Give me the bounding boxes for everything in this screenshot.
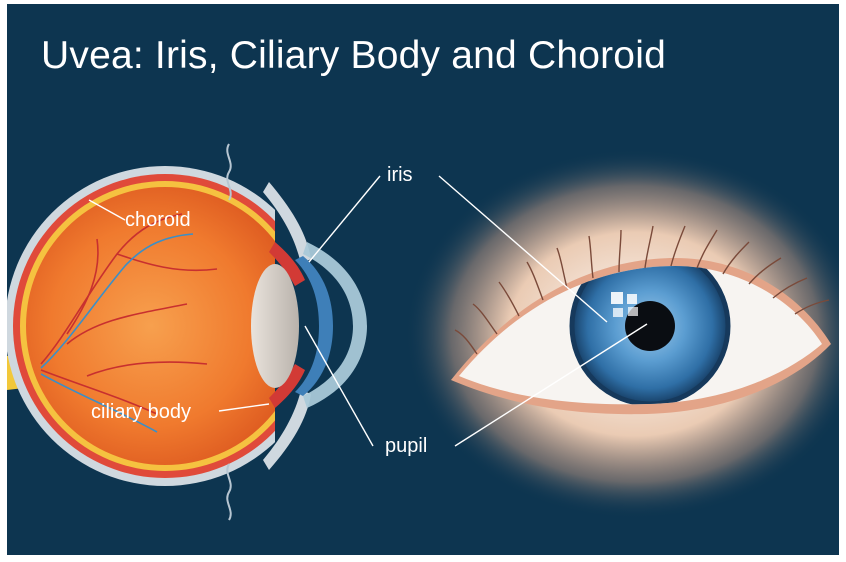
- diagram-title: Uvea: Iris, Ciliary Body and Choroid: [41, 34, 666, 78]
- label-iris: iris: [387, 164, 413, 187]
- label-pupil: pupil: [385, 435, 427, 458]
- eye-front-view: [405, 149, 839, 519]
- label-ciliary-body: ciliary body: [91, 401, 191, 424]
- diagram-panel: Uvea: Iris, Ciliary Body and Choroid cho…: [7, 4, 839, 555]
- uvea-illustration: [7, 4, 839, 555]
- eyeball-cross-section: [7, 144, 395, 520]
- label-choroid: choroid: [125, 209, 191, 232]
- lens: [251, 264, 299, 388]
